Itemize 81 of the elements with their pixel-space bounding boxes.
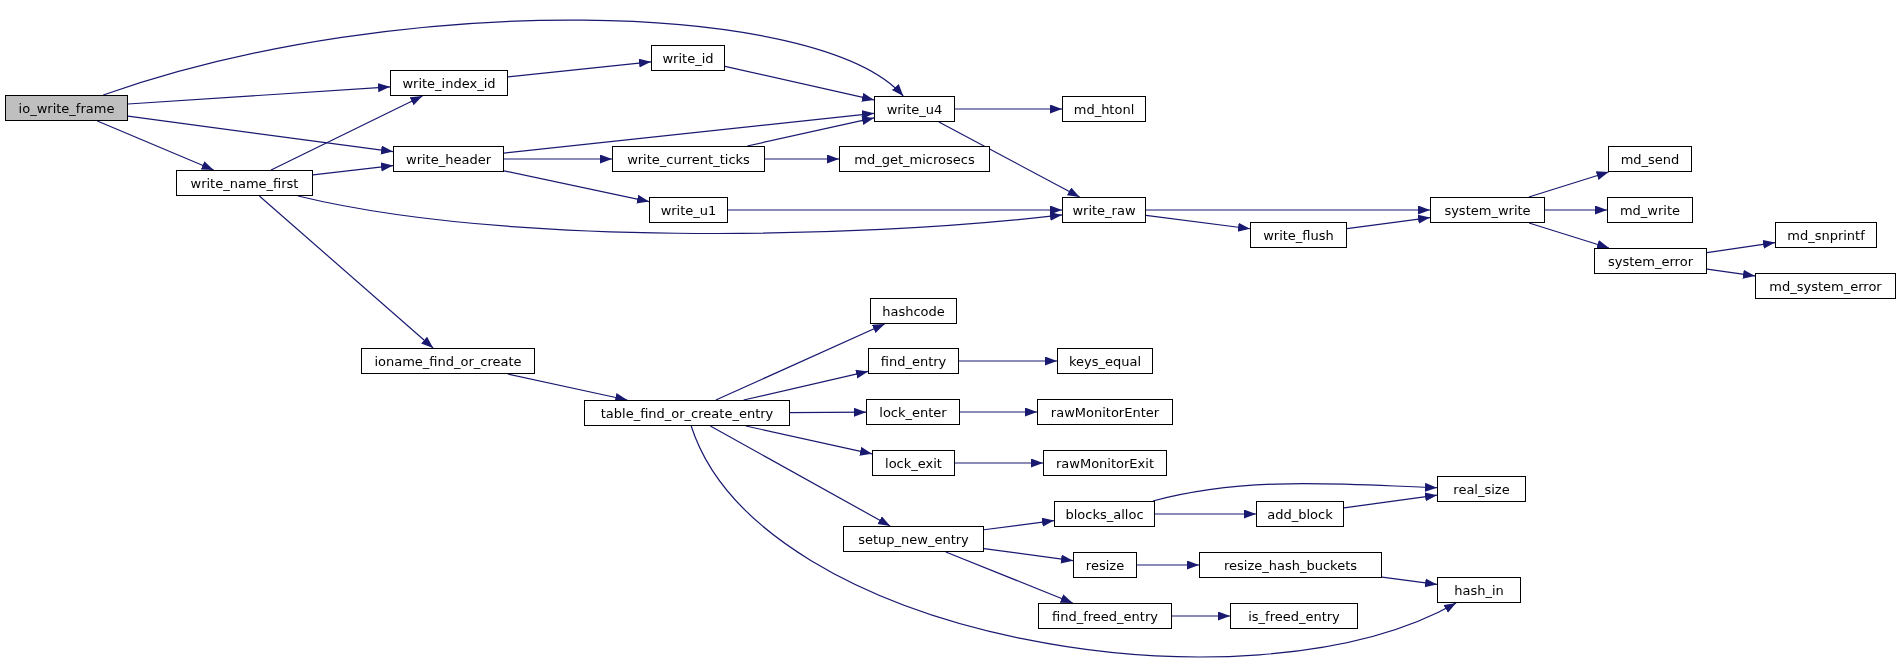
arrow: [983, 547, 1074, 564]
arrow: [1136, 560, 1200, 570]
arrow: [715, 323, 886, 401]
arrow: [743, 369, 869, 401]
arrow: [297, 195, 1063, 234]
arrow: [1528, 171, 1610, 198]
function-box: write_header: [393, 146, 504, 172]
function-box: real_size: [1437, 476, 1526, 502]
arrow: [764, 154, 840, 164]
function-box: setup_new_entry: [843, 526, 984, 552]
arrow: [959, 407, 1038, 417]
arrow: [1152, 482, 1438, 502]
arrow: [709, 425, 891, 527]
arrow: [954, 104, 1063, 114]
function-box: write_current_ticks: [612, 146, 765, 172]
function-box: md_system_error: [1755, 273, 1896, 299]
function-box: rawMonitorExit: [1043, 450, 1167, 476]
function-box: is_freed_entry: [1230, 603, 1358, 629]
function-box: resize: [1073, 552, 1137, 578]
function-box: lock_enter: [866, 399, 960, 425]
function-box: md_htonl: [1062, 96, 1146, 122]
function-box: write_u1: [649, 197, 728, 223]
function-box: hash_in: [1437, 577, 1521, 603]
arrow: [690, 425, 1457, 658]
function-box: find_freed_entry: [1038, 603, 1172, 629]
arrow: [507, 373, 628, 402]
function-box: add_block: [1256, 501, 1344, 527]
arrow: [1706, 239, 1776, 254]
arrow: [503, 154, 613, 164]
function-box: blocks_alloc: [1054, 501, 1155, 527]
function-box: keys_equal: [1057, 348, 1153, 374]
function-box: md_send: [1608, 146, 1692, 172]
arrow: [127, 83, 391, 105]
arrow: [1145, 205, 1431, 215]
arrow: [789, 407, 867, 417]
function-box: ioname_find_or_create: [361, 348, 535, 374]
function-box: md_snprintf: [1775, 222, 1877, 248]
arrow: [1171, 611, 1231, 621]
function-box: md_write: [1607, 197, 1693, 223]
function-box: hashcode: [870, 298, 957, 324]
arrow: [1528, 222, 1610, 249]
function-box: table_find_or_create_entry: [584, 400, 790, 426]
function-box: md_get_microsecs: [839, 146, 990, 172]
function-box: resize_hash_buckets: [1199, 552, 1382, 578]
function-box: write_u4: [874, 96, 955, 122]
arrow: [258, 195, 434, 349]
function-box: write_id: [651, 45, 725, 71]
arrow: [746, 116, 875, 147]
function-box: io_write_frame: [5, 95, 128, 121]
function-box: system_write: [1430, 197, 1545, 223]
arrow: [1346, 214, 1431, 230]
arrow: [127, 115, 394, 155]
arrow: [954, 458, 1044, 468]
arrow: [727, 205, 1063, 215]
function-box: write_raw: [1062, 197, 1146, 223]
arrow: [958, 356, 1058, 366]
arrow: [724, 65, 875, 102]
arrow: [312, 162, 394, 176]
arrow: [1706, 268, 1756, 279]
function-box: lock_exit: [872, 450, 955, 476]
function-box: write_flush: [1250, 222, 1347, 248]
arrow: [745, 425, 873, 456]
arrow: [938, 121, 1081, 198]
arrow: [1381, 576, 1438, 588]
arrow: [270, 95, 424, 171]
arrow: [945, 551, 1074, 604]
arrow: [1145, 214, 1251, 232]
arrow: [507, 58, 652, 78]
function-box: find_entry: [868, 348, 959, 374]
function-box: system_error: [1594, 248, 1707, 274]
function-box: write_name_first: [176, 170, 313, 196]
arrow: [1154, 509, 1257, 519]
arrow: [983, 517, 1055, 531]
arrow: [503, 170, 650, 204]
arrow: [102, 19, 904, 97]
arrow: [1343, 492, 1438, 509]
arrow: [503, 110, 875, 154]
arrow: [1544, 205, 1608, 215]
arrow: [96, 120, 215, 171]
function-box: write_index_id: [390, 70, 508, 96]
function-box: rawMonitorEnter: [1037, 399, 1173, 425]
